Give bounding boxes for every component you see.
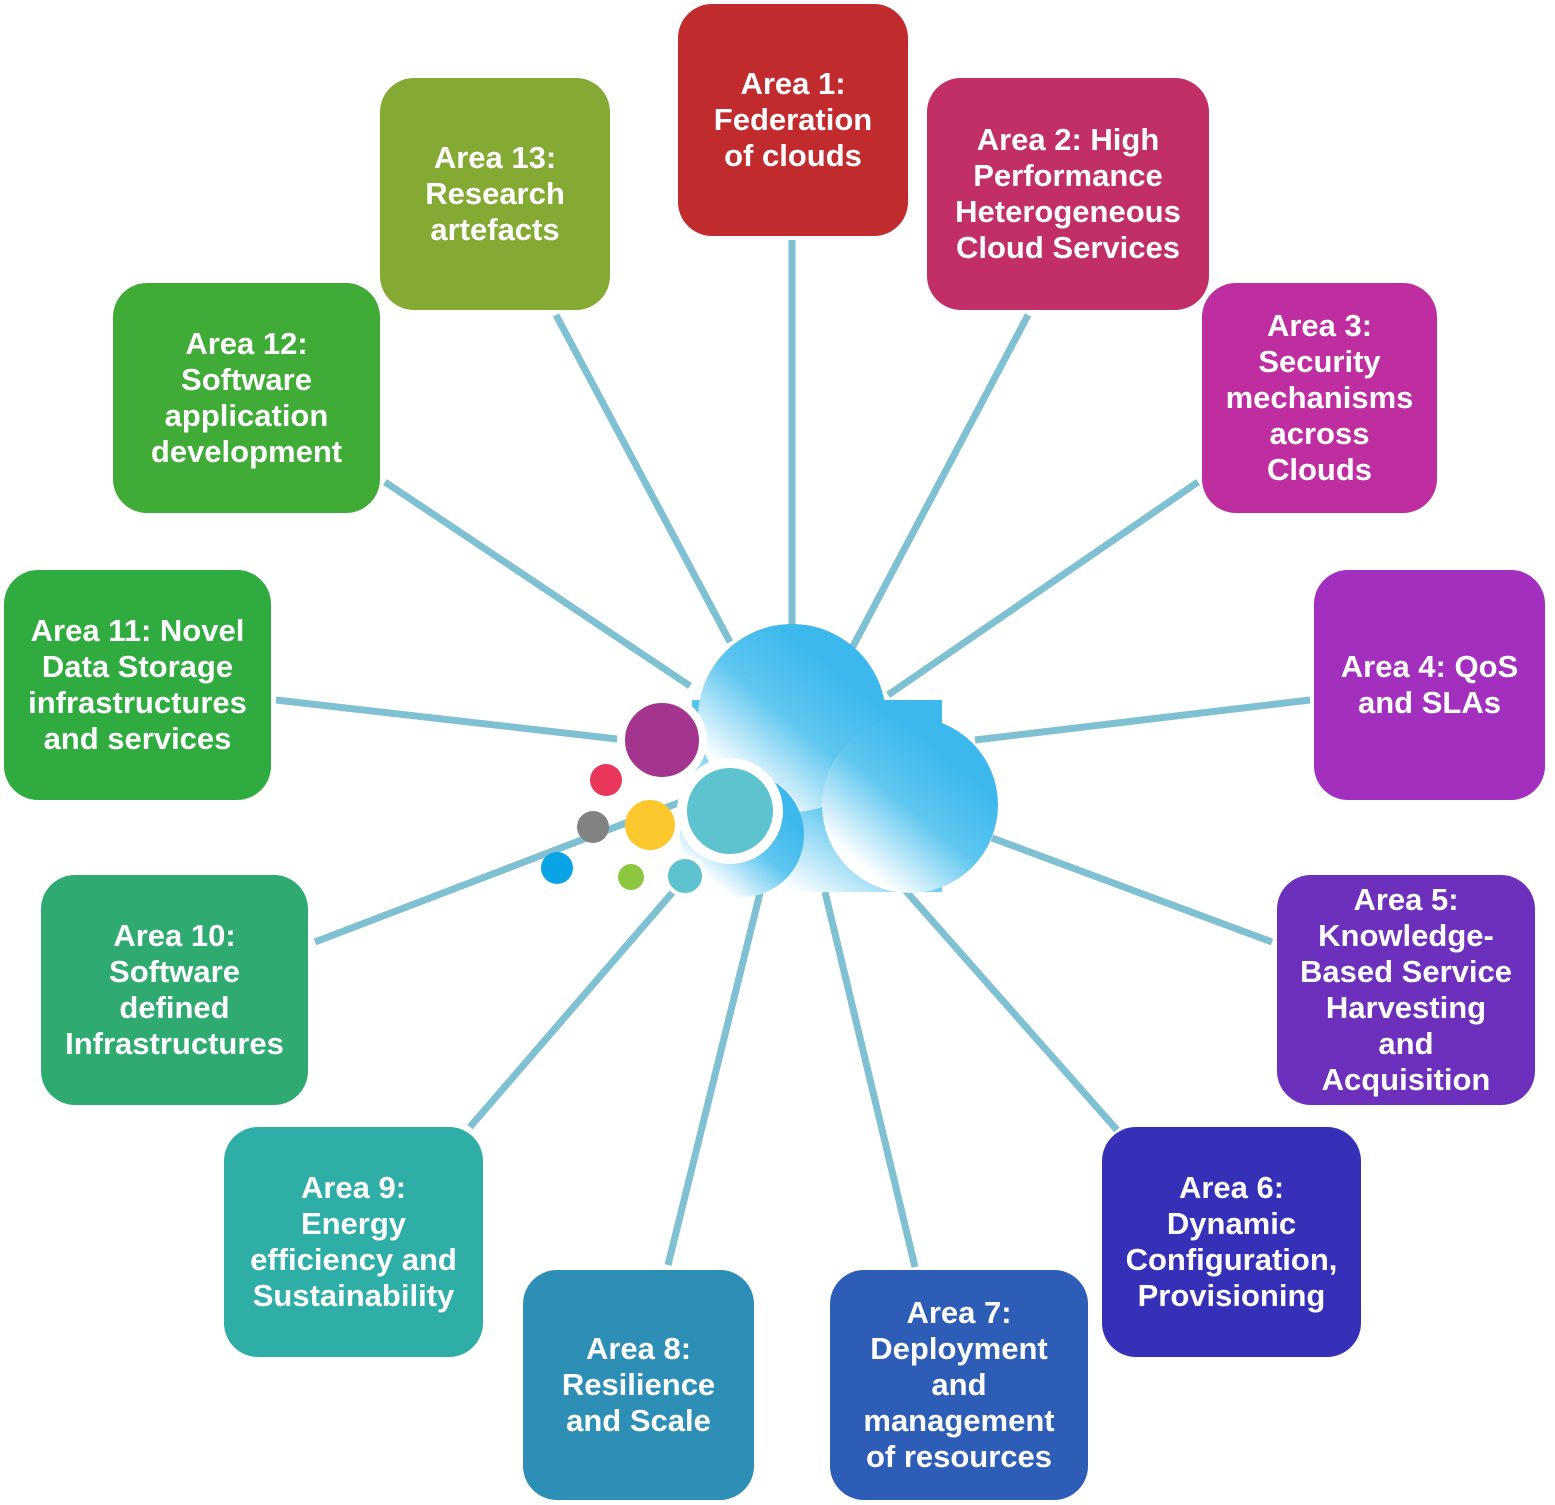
area-12-box[interactable]: Area 12: Software application developmen…: [113, 283, 380, 513]
connector-area-7: [821, 891, 919, 1268]
connector-area-2: [846, 313, 1032, 654]
area-8-label: Area 8: Resilience and Scale: [561, 1331, 716, 1438]
connector-area-6: [902, 887, 1120, 1133]
area-11-label: Area 11: Novel Data Storage infrastructu…: [28, 613, 247, 756]
area-6-label: Area 6: Dynamic Configuration, Provision…: [1125, 1170, 1338, 1313]
area-2-box[interactable]: Area 2: High Performance Heterogeneous C…: [927, 78, 1209, 310]
area-3-label: Area 3: Security mechanisms across Cloud…: [1225, 308, 1414, 487]
bubble-green-icon: [618, 864, 644, 890]
bubble-gray-icon: [577, 811, 609, 843]
central-hub: [541, 624, 998, 897]
area-13-box[interactable]: Area 13: Research artefacts: [380, 78, 610, 310]
area-10-box[interactable]: Area 10: Software defined Infrastructure…: [41, 875, 308, 1105]
connector-area-8: [664, 892, 764, 1266]
bubble-teal-large-icon: [677, 758, 783, 864]
area-10-label: Area 10: Software defined Infrastructure…: [65, 918, 284, 1061]
connector-area-10: [313, 796, 688, 946]
area-7-label: Area 7: Deployment and management of res…: [863, 1295, 1055, 1474]
area-9-box[interactable]: Area 9: Energy efficiency and Sustainabi…: [224, 1127, 483, 1357]
connector-lines: [275, 240, 1311, 1268]
bubble-blue-icon: [541, 852, 573, 884]
connector-area-4: [974, 696, 1311, 744]
bubble-teal-small-icon: [664, 855, 706, 897]
area-5-label: Area 5: Knowledge- Based Service Harvest…: [1300, 882, 1512, 1097]
area-6-box[interactable]: Area 6: Dynamic Configuration, Provision…: [1102, 1127, 1361, 1357]
connector-area-13: [552, 313, 734, 644]
connector-area-3: [886, 479, 1200, 698]
area-12-label: Area 12: Software application developmen…: [150, 326, 343, 469]
area-1-box[interactable]: Area 1: Federation of clouds: [678, 4, 908, 236]
connector-area-9: [467, 875, 688, 1130]
area-4-label: Area 4: QoS and SLAs: [1340, 649, 1519, 720]
area-2-label: Area 2: High Performance Heterogeneous C…: [955, 122, 1181, 265]
area-11-box[interactable]: Area 11: Novel Data Storage infrastructu…: [4, 570, 271, 800]
area-7-box[interactable]: Area 7: Deployment and management of res…: [830, 1270, 1088, 1500]
area-9-label: Area 9: Energy efficiency and Sustainabi…: [250, 1170, 457, 1313]
connector-area-11: [275, 696, 627, 744]
area-8-box[interactable]: Area 8: Resilience and Scale: [523, 1270, 754, 1500]
area-13-label: Area 13: Research artefacts: [425, 140, 565, 247]
bubble-purple-icon: [617, 695, 707, 785]
area-3-box[interactable]: Area 3: Security mechanisms across Cloud…: [1202, 283, 1437, 513]
connector-area-5: [990, 834, 1274, 946]
area-5-box[interactable]: Area 5: Knowledge- Based Service Harvest…: [1277, 875, 1535, 1105]
bubble-red-icon: [590, 764, 622, 796]
area-4-box[interactable]: Area 4: QoS and SLAs: [1314, 570, 1545, 800]
connector-area-12: [383, 479, 692, 689]
area-1-label: Area 1: Federation of clouds: [713, 66, 873, 173]
bubble-yellow-icon: [625, 800, 675, 850]
